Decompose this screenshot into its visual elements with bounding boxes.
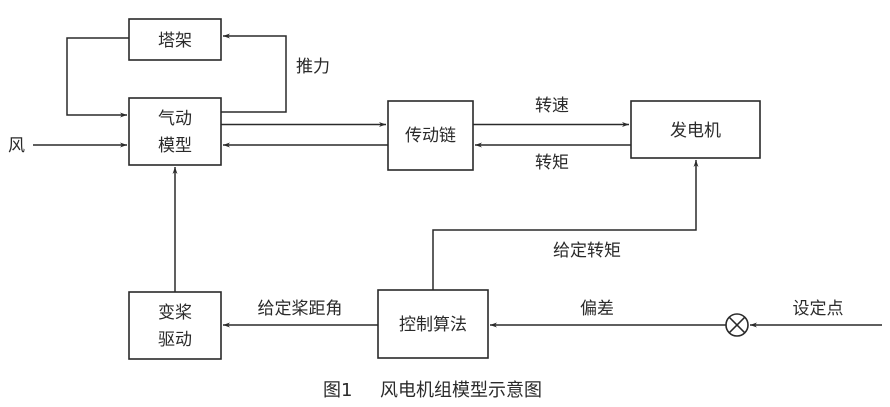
label-error: 偏差 — [580, 299, 614, 319]
block-generator: 发电机 — [630, 100, 761, 159]
block-pitch-drive-frame — [128, 291, 222, 360]
block-aerodynamic-model: 气动 模型 — [128, 97, 222, 166]
label-thrust: 推力 — [296, 57, 330, 77]
block-aerodynamic-model-label-line2: 模型 — [158, 136, 192, 156]
block-pitch-drive: 变桨 驱动 — [128, 291, 222, 360]
arrow-thrust-aero-to-tower — [221, 33, 287, 113]
caption-title: 风电机组模型示意图 — [380, 380, 542, 401]
block-drivetrain-label: 传动链 — [405, 126, 456, 146]
caption-figure-number: 图1 — [323, 380, 352, 401]
label-setpoint: 设定点 — [793, 299, 844, 319]
block-aerodynamic-model-label-line1: 气动 — [158, 109, 192, 129]
block-drivetrain: 传动链 — [387, 100, 474, 171]
label-wind: 风 — [8, 136, 25, 156]
block-controller-label: 控制算法 — [399, 315, 467, 335]
block-controller: 控制算法 — [377, 289, 489, 359]
arrow-tower-to-aero — [66, 37, 129, 118]
block-generator-label: 发电机 — [670, 121, 721, 141]
block-drivetrain-frame — [387, 100, 474, 171]
block-controller-frame — [377, 289, 489, 359]
block-aerodynamic-model-frame — [128, 97, 222, 166]
block-pitch-drive-label-line2: 驱动 — [158, 330, 192, 350]
summing-junction-icon — [725, 313, 749, 337]
block-tower-frame — [128, 18, 222, 61]
block-tower-label: 塔架 — [158, 31, 192, 51]
block-tower: 塔架 — [128, 18, 222, 61]
block-generator-frame — [630, 100, 761, 159]
arrow-torque-setpoint-controller-to-generator — [432, 160, 699, 290]
label-torque: 转矩 — [535, 153, 569, 173]
label-speed: 转速 — [535, 96, 569, 116]
label-pitch-setpoint: 给定桨距角 — [258, 299, 343, 319]
label-torque-setpoint: 给定转矩 — [553, 241, 621, 261]
block-pitch-drive-label-line1: 变桨 — [158, 303, 192, 323]
